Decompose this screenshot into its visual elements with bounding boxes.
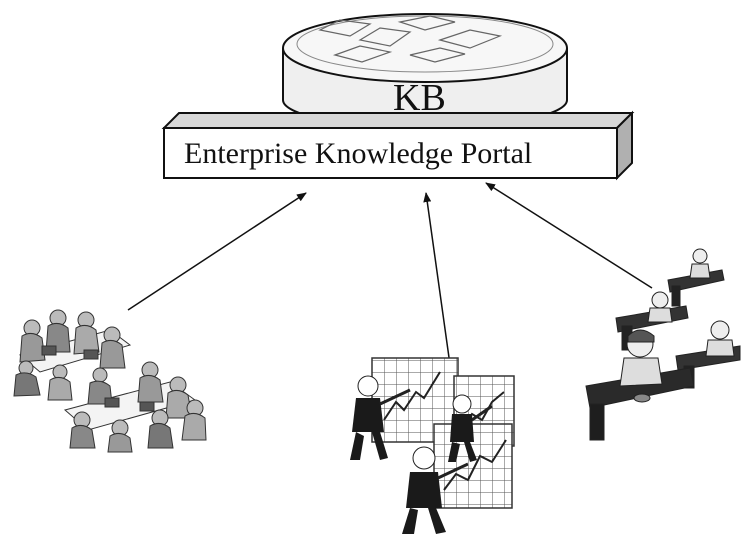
arrow-presenters-to-portal [423,192,453,380]
arrows [127,182,653,380]
portal-label: Enterprise Knowledge Portal [184,137,532,170]
portal-bar: Enterprise Knowledge Portal [161,110,635,181]
kb-database: KB [282,13,568,129]
arrow-meeting-to-portal [127,192,307,311]
people-meeting-clipart-icon [13,309,207,453]
desk-workers-clipart-icon [585,248,741,441]
arrow-workers-to-portal [485,182,653,289]
database-top-pattern [318,15,503,63]
presenter-with-chart-clipart-icon [350,357,515,534]
